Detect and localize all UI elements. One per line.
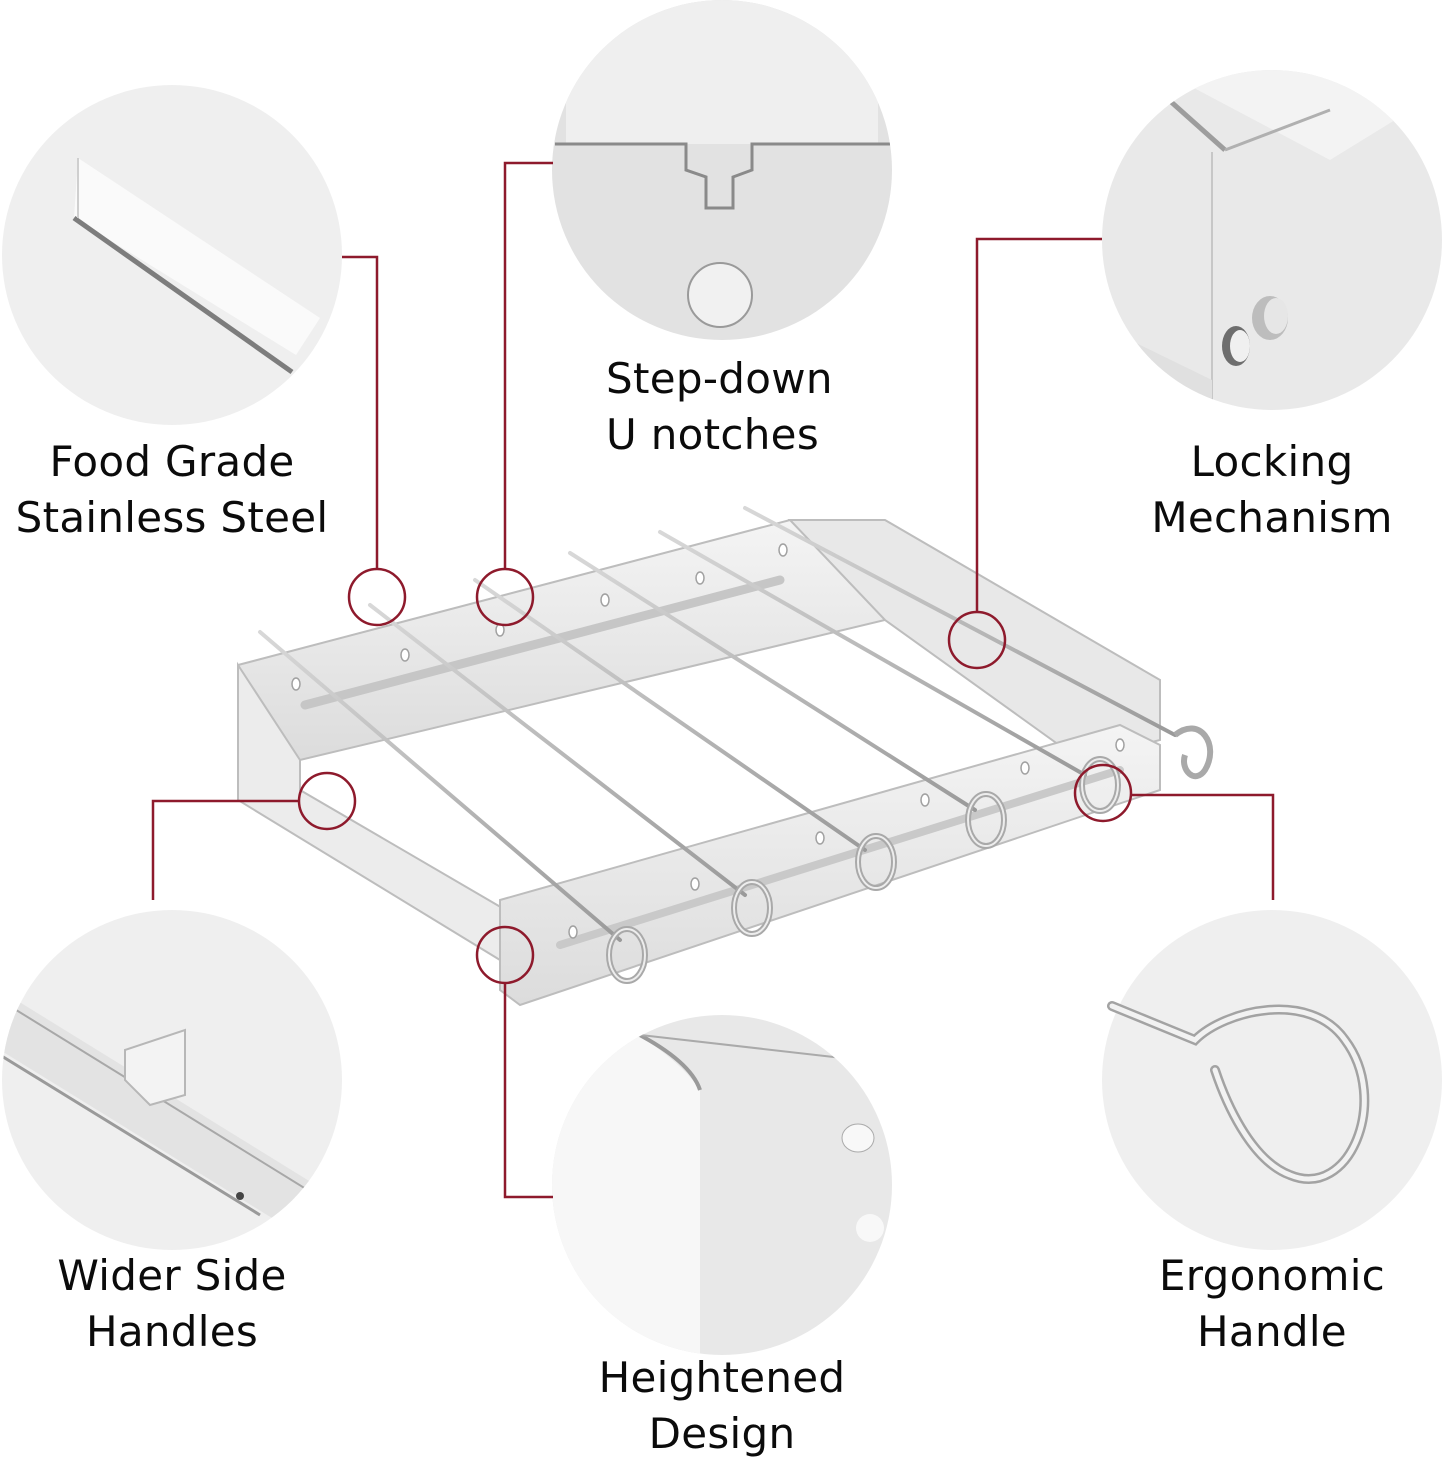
detail-circle-wider-side [2,910,342,1250]
callout-leaders [151,161,1275,1199]
feature-label-heightened: Heightened Design [598,1353,846,1458]
callout-marker-ergonomic [1073,763,1133,823]
detail-circle-heightened [552,1015,892,1355]
feature-label-wider-side: Wider Side Handles [57,1251,287,1356]
feature-label-step-down: Step-down U notches [606,354,833,459]
feature-label-food-grade: Food Grade Stainless Steel [15,437,329,542]
detail-circle-ergonomic [1102,910,1442,1250]
feature-label-ergonomic: Ergonomic Handle [1158,1251,1386,1356]
detail-circle-locking [1102,70,1442,410]
detail-circle-food-grade [2,85,342,425]
detail-circle-step-down-notch [552,0,892,340]
skewer-rack-illustration [237,506,1214,1007]
feature-label-locking: Locking Mechanism [1151,437,1393,542]
callout-marker-food-grade [347,567,407,627]
